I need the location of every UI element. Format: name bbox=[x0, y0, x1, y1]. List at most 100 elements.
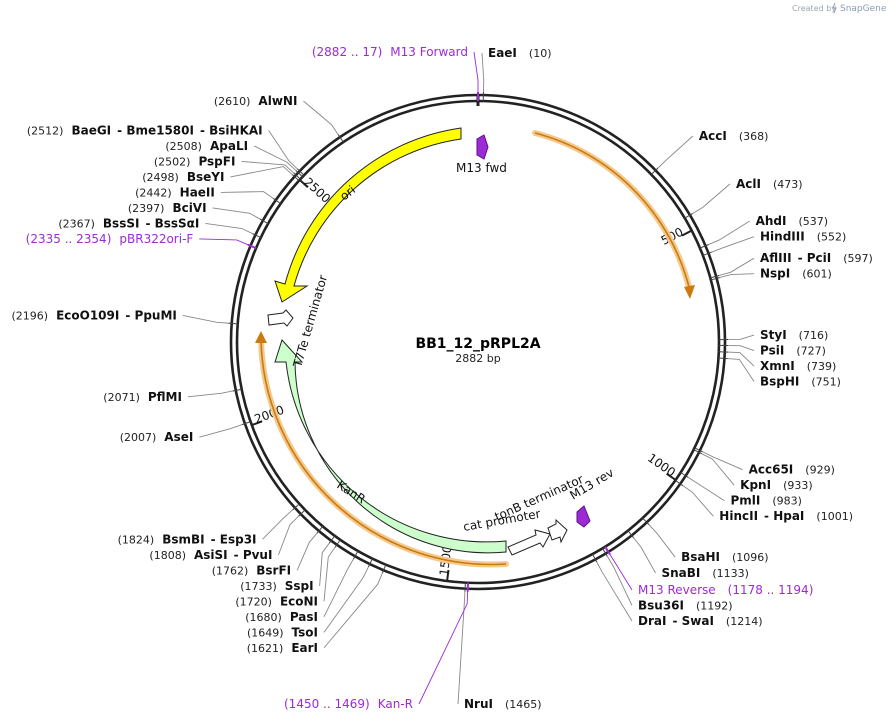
enzyme-label-xmni: XmnI(739) bbox=[760, 359, 836, 373]
leader-econi bbox=[323, 545, 337, 602]
enzyme-name: BspHI bbox=[760, 375, 799, 389]
enzyme-position: (537) bbox=[798, 215, 828, 228]
enzyme-position: (1808) bbox=[149, 549, 186, 562]
site-bsmbi bbox=[292, 503, 300, 511]
leader-xmni bbox=[725, 351, 755, 367]
enzyme-position: (1649) bbox=[247, 626, 284, 639]
enzyme-position: (1133) bbox=[712, 567, 749, 580]
site-apali bbox=[295, 170, 303, 178]
site-baegi bbox=[297, 168, 305, 176]
enzyme-position: (1762) bbox=[212, 564, 249, 577]
enzyme-position: (2071) bbox=[103, 391, 140, 404]
enzyme-name: - Bme1580I bbox=[117, 123, 194, 137]
enzyme-name: BsaHI bbox=[681, 550, 720, 564]
enzyme-name: - SwaI bbox=[672, 614, 713, 628]
tick-mark-500 bbox=[681, 229, 693, 237]
leader-bseyi bbox=[230, 166, 295, 178]
enzyme-name: PflMI bbox=[148, 390, 182, 404]
enzyme-position: (751) bbox=[811, 376, 841, 389]
primer-range: (1178 .. 1194) bbox=[728, 583, 814, 597]
enzyme-label-acc65i: Acc65I (929) bbox=[749, 463, 835, 477]
cut-site-marks bbox=[228, 92, 728, 592]
enzyme-position: (2508) bbox=[165, 140, 202, 153]
feature-ori bbox=[274, 127, 462, 303]
tick-mark-2500 bbox=[299, 179, 309, 188]
enzyme-name: DraI bbox=[638, 614, 666, 628]
snapgene-branding: Created by SnapGene bbox=[792, 2, 887, 14]
enzyme-label-ahdi: AhdI (537) bbox=[756, 214, 828, 228]
site-ecoo109i bbox=[228, 322, 238, 325]
orf-left-arrowhead bbox=[255, 331, 267, 343]
site-snabi bbox=[627, 530, 634, 539]
primer-labels: M13 Reverse(1178 .. 1194)(2335 .. 2354)p… bbox=[26, 45, 814, 711]
site-afliii bbox=[710, 275, 720, 279]
leader-eari bbox=[323, 570, 384, 649]
orf-right-glow bbox=[532, 130, 693, 294]
enzyme-position: (597) bbox=[843, 252, 873, 265]
enzyme-name: - Esp3I bbox=[211, 532, 257, 546]
enzyme-label-bsssi: (2367)BssSI- BssSαI bbox=[58, 216, 199, 230]
enzyme-label-hindiii: HindIII(552) bbox=[760, 230, 846, 244]
leader-bcivi bbox=[212, 207, 263, 221]
feature-cat-promoter bbox=[507, 529, 551, 556]
enzyme-name: AseI bbox=[164, 430, 193, 444]
site-acc65i bbox=[694, 447, 703, 453]
leader-bsssi bbox=[205, 222, 255, 235]
enzyme-position: (473) bbox=[773, 178, 803, 191]
enzyme-label-snabi: SnaBI(1133) bbox=[661, 566, 748, 580]
enzyme-label-hincii: HincII- HpaI(1001) bbox=[719, 509, 853, 523]
leader-alwni bbox=[303, 100, 340, 137]
enzyme-name: - BsiHKAI bbox=[200, 123, 263, 137]
leader-asisi bbox=[278, 514, 301, 556]
leader-bsrfi bbox=[296, 531, 319, 571]
leader-snabi bbox=[631, 535, 656, 574]
enzyme-position: (929) bbox=[805, 464, 835, 477]
enzyme-name: AclI bbox=[736, 177, 761, 191]
enzyme-label-asisi: (1808)AsiSI- PvuI bbox=[149, 548, 272, 562]
enzyme-name: HincII bbox=[719, 509, 758, 523]
primer-range: (2335 .. 2354) bbox=[26, 232, 112, 246]
enzyme-label-psii: PsiI(727) bbox=[760, 344, 826, 358]
enzyme-name: PsiI bbox=[760, 344, 784, 358]
feature-kanr bbox=[274, 339, 507, 554]
enzyme-name: HaeII bbox=[180, 185, 215, 199]
enzyme-position: (2610) bbox=[214, 95, 251, 108]
orf-arc-left bbox=[255, 331, 509, 568]
enzyme-name: Bsu36I bbox=[638, 599, 684, 613]
leader-styi bbox=[725, 334, 755, 341]
primer-label-pbr322ori-f: (2335 .. 2354)pBR322ori-F bbox=[26, 232, 194, 246]
enzyme-position: (1824) bbox=[118, 533, 155, 546]
feature-m13-fwd bbox=[476, 134, 489, 160]
enzyme-name: SspI bbox=[285, 579, 314, 593]
site-econi bbox=[334, 539, 341, 548]
site-pspfi bbox=[293, 172, 301, 180]
enzyme-name: EcoO109I bbox=[56, 308, 119, 322]
enzyme-label-pflmi: (2071) PflMI bbox=[103, 390, 182, 404]
enzyme-position: (2502) bbox=[154, 155, 191, 168]
enzyme-position: (1680) bbox=[245, 611, 282, 624]
leader-pspfi bbox=[241, 160, 296, 175]
leader-pasi bbox=[323, 556, 355, 618]
leader-nspi bbox=[717, 273, 755, 279]
leader-bsu36i bbox=[605, 554, 633, 606]
tick-label-1000: 1000 bbox=[645, 451, 678, 480]
enzyme-name: Acc65I bbox=[749, 463, 794, 477]
enzyme-position: (368) bbox=[739, 130, 769, 143]
site-drai bbox=[592, 553, 598, 563]
enzyme-position: (739) bbox=[807, 360, 837, 373]
leader-acci bbox=[655, 135, 694, 170]
enzyme-position: (2442) bbox=[135, 186, 172, 199]
leader-srui bbox=[457, 589, 466, 705]
enzyme-label-ecoo109i: (2196)EcoO109I- PpuMI bbox=[12, 308, 177, 322]
enzyme-position: (2007) bbox=[120, 431, 157, 444]
enzyme-label-bsu36i: Bsu36I(1192) bbox=[638, 599, 733, 613]
orf-arc-right bbox=[532, 130, 695, 299]
site-ahdi bbox=[699, 244, 709, 249]
enzyme-name: AhdI bbox=[756, 214, 787, 228]
enzyme-label-styi: StyI(716) bbox=[760, 328, 828, 342]
feature-t7te-terminator bbox=[267, 309, 294, 327]
enzyme-position: (2367) bbox=[58, 217, 95, 230]
site-bsphi bbox=[718, 357, 728, 360]
enzyme-label-sspi: (1733)SspI bbox=[240, 579, 313, 593]
enzyme-position: (2512) bbox=[27, 124, 64, 137]
